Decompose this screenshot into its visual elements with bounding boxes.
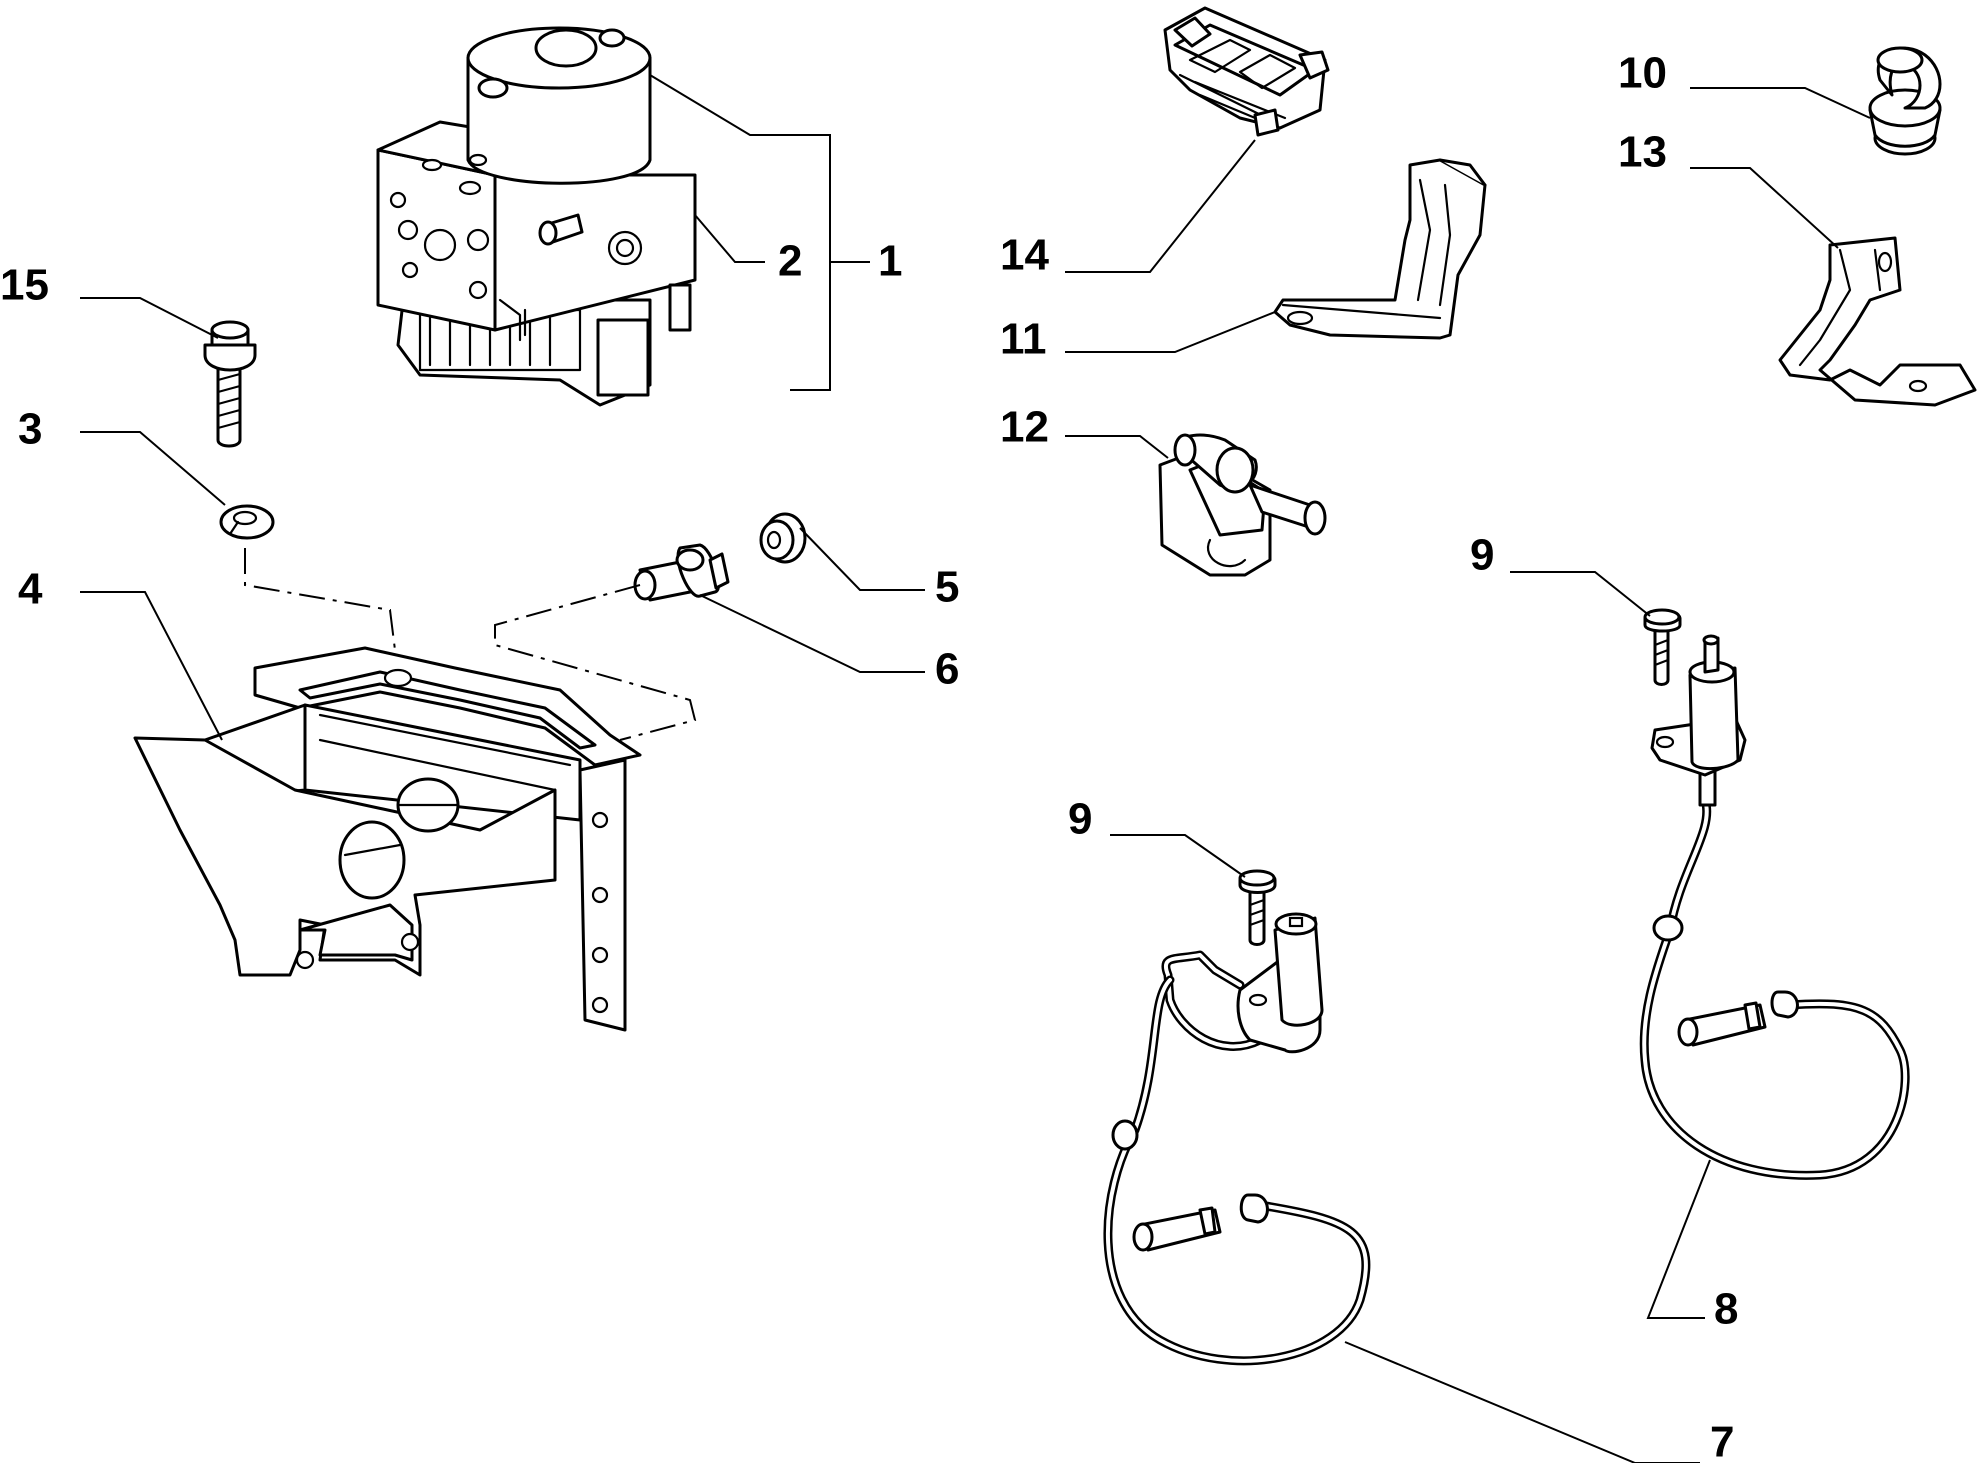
stud-part-6 bbox=[633, 543, 730, 602]
leader-lines bbox=[80, 74, 1871, 1463]
abs-unit-part bbox=[376, 26, 697, 407]
callout-14: 14 bbox=[1000, 231, 1049, 280]
sensor-part-8 bbox=[1639, 634, 1910, 1180]
bolt-part-15 bbox=[203, 320, 257, 448]
callout-6: 6 bbox=[935, 645, 959, 694]
bolt-part-9-upper bbox=[1643, 608, 1682, 686]
callout-13: 13 bbox=[1618, 128, 1667, 177]
sensor-part-7 bbox=[1103, 912, 1371, 1366]
grommet-part-10 bbox=[1868, 46, 1942, 156]
clip-part-12 bbox=[1158, 433, 1327, 577]
callout-labels: 1 2 3 4 5 6 7 8 9 9 10 11 12 13 14 15 bbox=[0, 49, 1738, 1463]
callout-11: 11 bbox=[1000, 315, 1047, 364]
callout-1: 1 bbox=[878, 237, 902, 286]
connector-part-14 bbox=[1163, 6, 1330, 137]
callout-12: 12 bbox=[1000, 403, 1049, 452]
callout-4: 4 bbox=[18, 565, 43, 614]
washer-part-3 bbox=[219, 504, 275, 540]
callout-10: 10 bbox=[1618, 49, 1667, 98]
callout-2: 2 bbox=[778, 237, 802, 286]
grommet-part-5 bbox=[759, 512, 807, 564]
callout-7: 7 bbox=[1710, 1418, 1734, 1463]
bolt-part-9-lower bbox=[1238, 869, 1277, 946]
bracket-part-4 bbox=[133, 646, 642, 1032]
callout-9-lower: 9 bbox=[1068, 795, 1092, 844]
callout-5: 5 bbox=[935, 563, 959, 612]
bracket-part-13 bbox=[1778, 236, 1977, 407]
callout-8: 8 bbox=[1714, 1285, 1738, 1334]
bracket-part-11 bbox=[1273, 158, 1487, 340]
callout-9-upper: 9 bbox=[1470, 531, 1494, 580]
callout-15: 15 bbox=[0, 261, 49, 310]
callout-3: 3 bbox=[18, 405, 42, 454]
